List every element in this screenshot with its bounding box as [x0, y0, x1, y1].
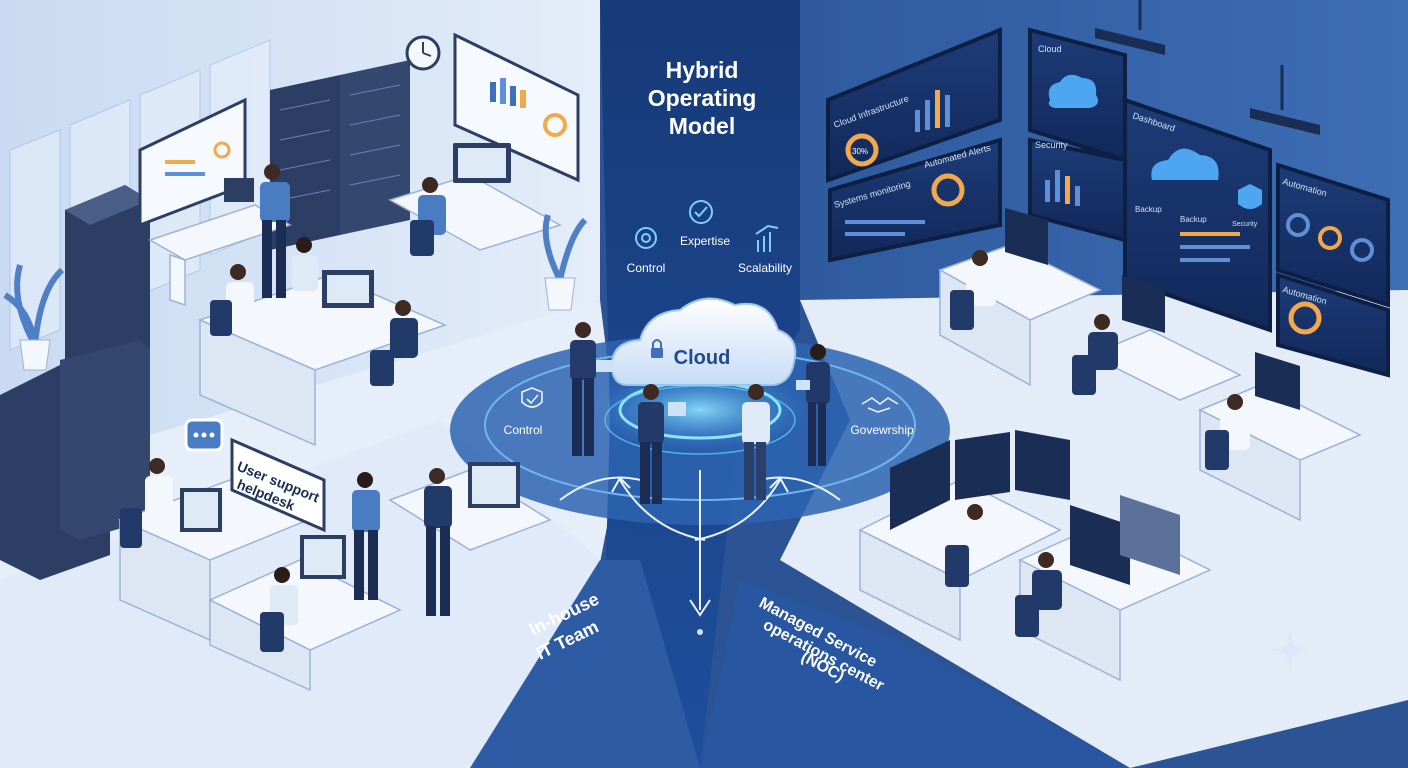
office-chairs-right [945, 290, 1229, 637]
ceiling-lights [1095, 0, 1320, 135]
office-chairs-left [120, 220, 434, 652]
helpdesk-sign [230, 437, 326, 533]
noc-screen-automation [1276, 162, 1390, 378]
screen-line-security: Security [1232, 221, 1258, 228]
screen-value-30: 30% [852, 147, 868, 156]
screen-line-backup-2: Backup [1180, 215, 1207, 224]
handshake-icon [861, 397, 899, 413]
screen-title-cloud: Cloud [1038, 44, 1062, 54]
right-monitors [890, 208, 1300, 585]
flow-arrows [559, 470, 841, 617]
server-racks-left [0, 60, 410, 580]
person-center-left [570, 322, 614, 456]
icon-label-scalability: Scalability [738, 261, 792, 275]
title-line-2: Operating [648, 85, 757, 111]
server-led-lines [279, 84, 401, 201]
ring-label-control: Control [504, 423, 543, 437]
plant-right [542, 214, 588, 311]
left-wall-dashboard [453, 32, 580, 183]
noc-screen-main [1123, 97, 1272, 333]
gear-shield-icon [635, 227, 657, 249]
title-line-3: Model [669, 113, 735, 139]
noc-screen-1 [826, 27, 1002, 183]
screen-title-security: Security [1035, 140, 1068, 150]
left-monitors [180, 143, 520, 579]
title-line-1: Hybrid [666, 57, 739, 83]
icon-label-expertise: Expertise [680, 234, 730, 248]
sparkle-icon [1270, 628, 1310, 672]
shield-check-icon [521, 387, 543, 408]
lock-icon [651, 339, 663, 358]
person-center-tablet [638, 384, 686, 504]
person-center-right [742, 384, 770, 500]
ring-label-governance: Govewrship [850, 423, 914, 437]
cloud-label: Cloud [674, 347, 731, 369]
growth-chart-icon [755, 224, 779, 252]
icon-label-control: Control [627, 261, 666, 275]
chat-bubble-icon [184, 418, 224, 452]
person-center-woman [796, 344, 830, 466]
screen-line-backup-1: Backup [1135, 205, 1162, 214]
clock-icon [405, 35, 441, 71]
noc-screen-3 [828, 137, 1002, 263]
gear-check-icon [689, 200, 713, 224]
plant-left [3, 264, 65, 371]
